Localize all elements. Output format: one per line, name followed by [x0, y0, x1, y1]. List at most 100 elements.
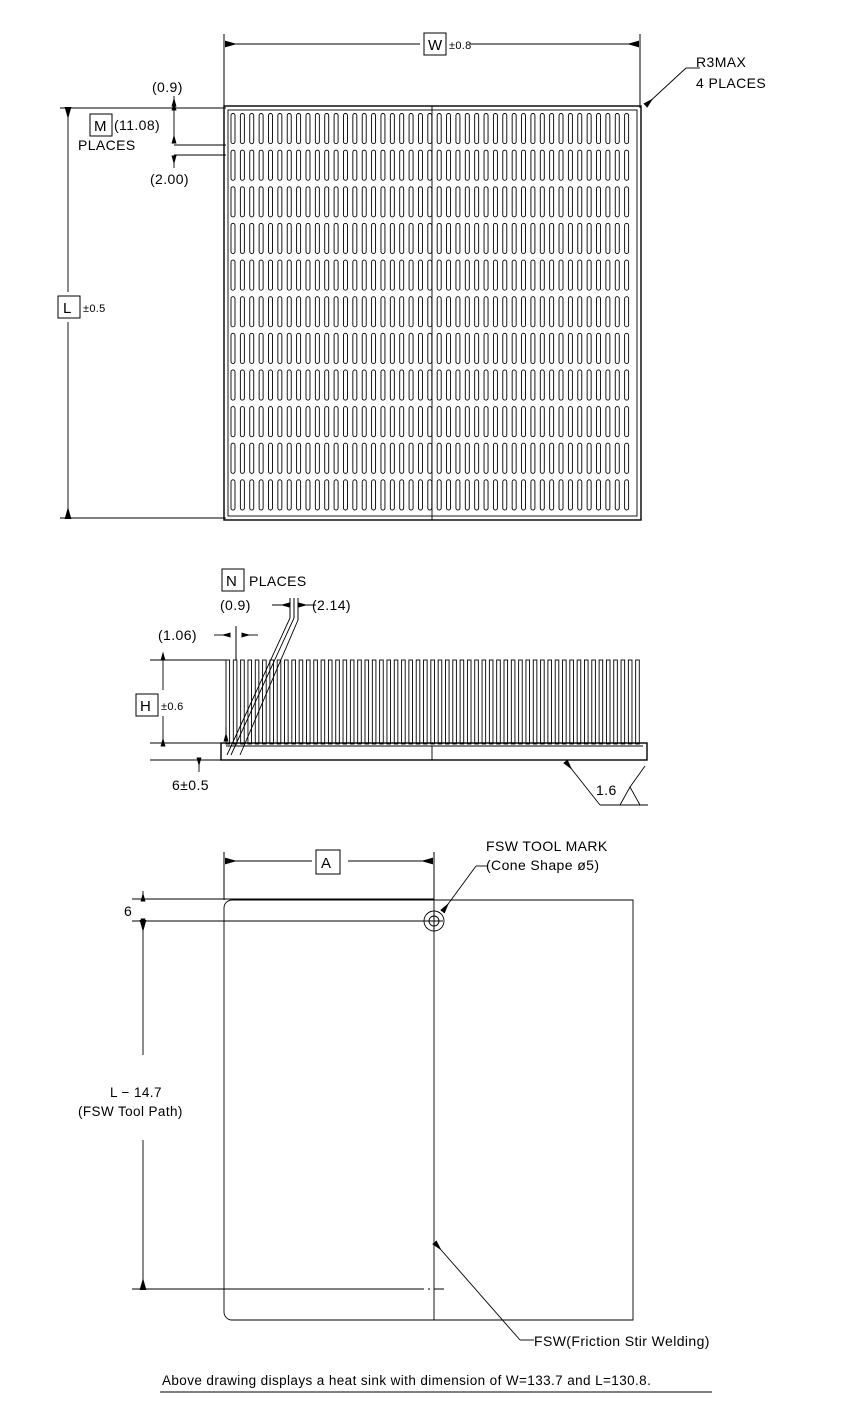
- fsw-tool-mark-line-1: FSW TOOL MARK: [486, 838, 608, 854]
- top-fin: [558, 186, 564, 218]
- top-fin: [539, 259, 545, 291]
- top-fin: [417, 369, 423, 401]
- top-fin: [258, 186, 264, 218]
- side-fin: [496, 659, 501, 745]
- top-fin: [380, 186, 386, 218]
- top-fin: [239, 406, 245, 438]
- top-fin: [333, 369, 339, 401]
- top-fin: [343, 259, 348, 291]
- top-fin: [577, 442, 583, 474]
- side-fin: [635, 659, 640, 745]
- top-fin: [380, 113, 386, 145]
- top-fin: [371, 113, 377, 145]
- top-fin: [389, 222, 395, 255]
- top-fin: [427, 186, 433, 218]
- top-fin: [258, 332, 264, 364]
- top-fin: [492, 332, 498, 364]
- top-fin: [577, 113, 583, 145]
- top-fin: [539, 442, 545, 474]
- top-fin: [558, 149, 564, 181]
- top-fin: [605, 296, 611, 328]
- top-fin: [605, 369, 611, 401]
- top-fin: [549, 149, 555, 181]
- top-fin: [408, 113, 414, 145]
- side-fin: [503, 659, 509, 745]
- drawing-caption: Above drawing displays a heat sink with …: [162, 1373, 651, 1388]
- top-fin: [427, 222, 433, 255]
- top-fin: [343, 149, 348, 181]
- top-fin: [371, 332, 377, 364]
- side-fin: [554, 659, 560, 745]
- top-fin: [455, 369, 461, 401]
- top-fin: [521, 149, 526, 181]
- top-fin: [586, 442, 592, 474]
- top-fin: [427, 406, 433, 438]
- top-fin: [483, 149, 489, 181]
- top-fin: [624, 296, 630, 328]
- top-fin: [521, 296, 526, 328]
- fsw-tool-mark-line-2: (Cone Shape ø5): [486, 857, 599, 873]
- top-fin: [296, 259, 302, 291]
- tool-path-line-2: (FSW Tool Path): [78, 1104, 183, 1119]
- top-fin: [474, 442, 480, 474]
- top-fin: [230, 442, 236, 474]
- top-fin: [258, 296, 264, 328]
- top-fin: [605, 113, 611, 145]
- n-places-label: PLACES: [249, 573, 307, 589]
- top-fin: [614, 222, 620, 255]
- top-fin: [455, 149, 461, 181]
- top-fin: [624, 369, 630, 401]
- top-fin: [567, 259, 573, 291]
- top-fin: [239, 479, 245, 511]
- side-fin: [298, 659, 304, 745]
- top-fin: [286, 369, 292, 401]
- top-fin: [614, 369, 620, 401]
- top-fin: [249, 369, 255, 401]
- side-fin: [532, 659, 538, 745]
- top-fin: [502, 296, 508, 328]
- top-fin: [352, 296, 358, 328]
- top-fin: [464, 113, 470, 145]
- top-fin: [417, 186, 423, 218]
- top-fin: [361, 479, 367, 511]
- top-fin: [464, 332, 470, 364]
- top-fin: [427, 259, 433, 291]
- top-fin: [305, 332, 311, 364]
- top-fin: [511, 369, 517, 401]
- top-fin: [324, 296, 330, 328]
- m-places-label: PLACES: [78, 137, 136, 153]
- length-symbol: L: [63, 300, 72, 317]
- top-fin: [249, 222, 255, 255]
- top-fin: [436, 406, 442, 438]
- top-fin: [258, 149, 264, 181]
- bottom-plate-outline: [223, 899, 634, 1321]
- top-fin: [577, 186, 583, 218]
- top-fin: [314, 369, 320, 401]
- top-fin: [258, 369, 264, 401]
- top-fin: [427, 149, 433, 181]
- top-fin: [511, 406, 517, 438]
- top-fin: [371, 259, 377, 291]
- top-fin: [399, 222, 405, 255]
- top-fin: [371, 296, 377, 328]
- top-fin: [380, 149, 386, 181]
- top-fin: [474, 296, 480, 328]
- top-fin: [539, 296, 545, 328]
- height-dimension: H ±0.6: [135, 651, 229, 747]
- top-fin: [352, 406, 358, 438]
- top-fin: [596, 332, 601, 364]
- top-fin: [305, 479, 311, 511]
- fin-pitch-label: (0.9): [152, 79, 183, 95]
- top-fin: [268, 406, 273, 438]
- top-fin: [614, 479, 620, 511]
- top-fin: [343, 222, 348, 255]
- top-fin: [286, 406, 292, 438]
- side-fin: [605, 659, 611, 745]
- top-fin: [605, 149, 611, 181]
- side-fin: [547, 659, 552, 745]
- top-fin: [446, 149, 452, 181]
- top-fin: [314, 296, 320, 328]
- top-fin: [605, 442, 611, 474]
- top-fin: [567, 406, 573, 438]
